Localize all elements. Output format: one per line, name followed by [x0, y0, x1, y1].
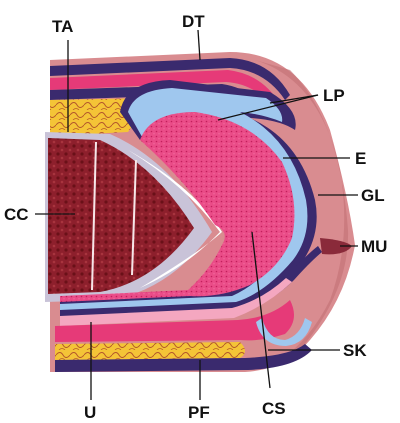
dorsal-band-navy	[50, 58, 290, 100]
label-u: U	[84, 403, 96, 422]
label-mu: MU	[361, 237, 387, 256]
urethra-lumen	[60, 278, 292, 326]
corpus-spongiosum	[60, 112, 295, 302]
ventral-navy	[55, 344, 312, 372]
label-pf: PF	[188, 403, 210, 422]
corpus-cavernosum	[48, 138, 194, 294]
ventral-blue-fold	[256, 318, 312, 346]
cavernosum-septum-2	[131, 159, 137, 276]
label-sk: SK	[343, 341, 367, 360]
label-e: E	[355, 149, 366, 168]
ventral-pink	[55, 300, 294, 342]
dorsal-band-pink	[50, 70, 280, 108]
label-lp: LP	[323, 86, 345, 105]
cavernosum-septum-1	[91, 141, 97, 291]
ventral-fat	[55, 342, 245, 360]
label-gl: GL	[361, 186, 385, 205]
label-ta: TA	[52, 17, 73, 36]
label-cc: CC	[4, 205, 29, 224]
label-dt: DT	[182, 12, 205, 31]
urethral-meatus	[320, 238, 352, 255]
leader-lines	[35, 29, 358, 400]
label-cs: CS	[262, 399, 286, 418]
